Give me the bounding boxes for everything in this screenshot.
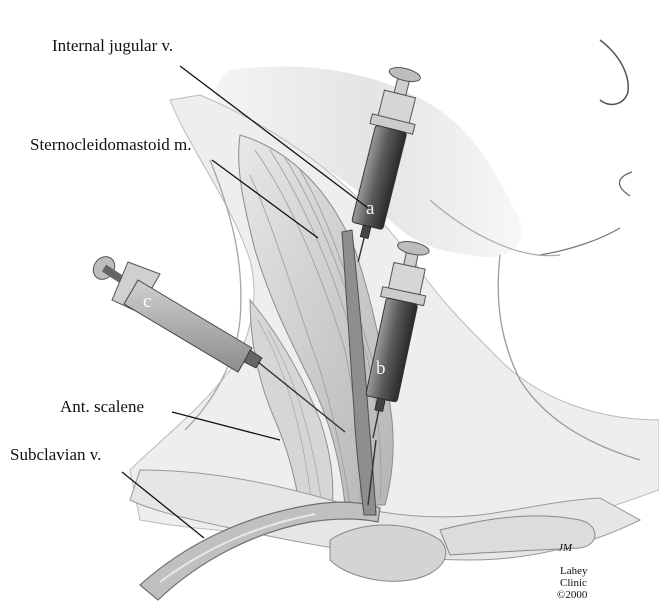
label-subclavian: Subclavian v.: [10, 446, 101, 463]
syringe-b-letter: b: [376, 359, 386, 378]
label-ant-scalene: Ant. scalene: [60, 398, 144, 415]
nose-outline: [600, 40, 628, 104]
label-sternocleidomastoid: Sternocleidomastoid m.: [30, 136, 191, 153]
syringe-a-letter: a: [366, 199, 374, 218]
credit-line-2: Clinic: [560, 578, 587, 590]
artist-initials: JM: [558, 543, 572, 555]
sternum-head: [330, 525, 446, 581]
label-internal-jugular: Internal jugular v.: [52, 37, 173, 54]
syringe-c-letter: c: [143, 292, 151, 311]
credit-line-3: ©2000: [557, 590, 587, 602]
credit-line-1: Lahey: [560, 566, 587, 578]
lip-outline: [619, 172, 632, 196]
